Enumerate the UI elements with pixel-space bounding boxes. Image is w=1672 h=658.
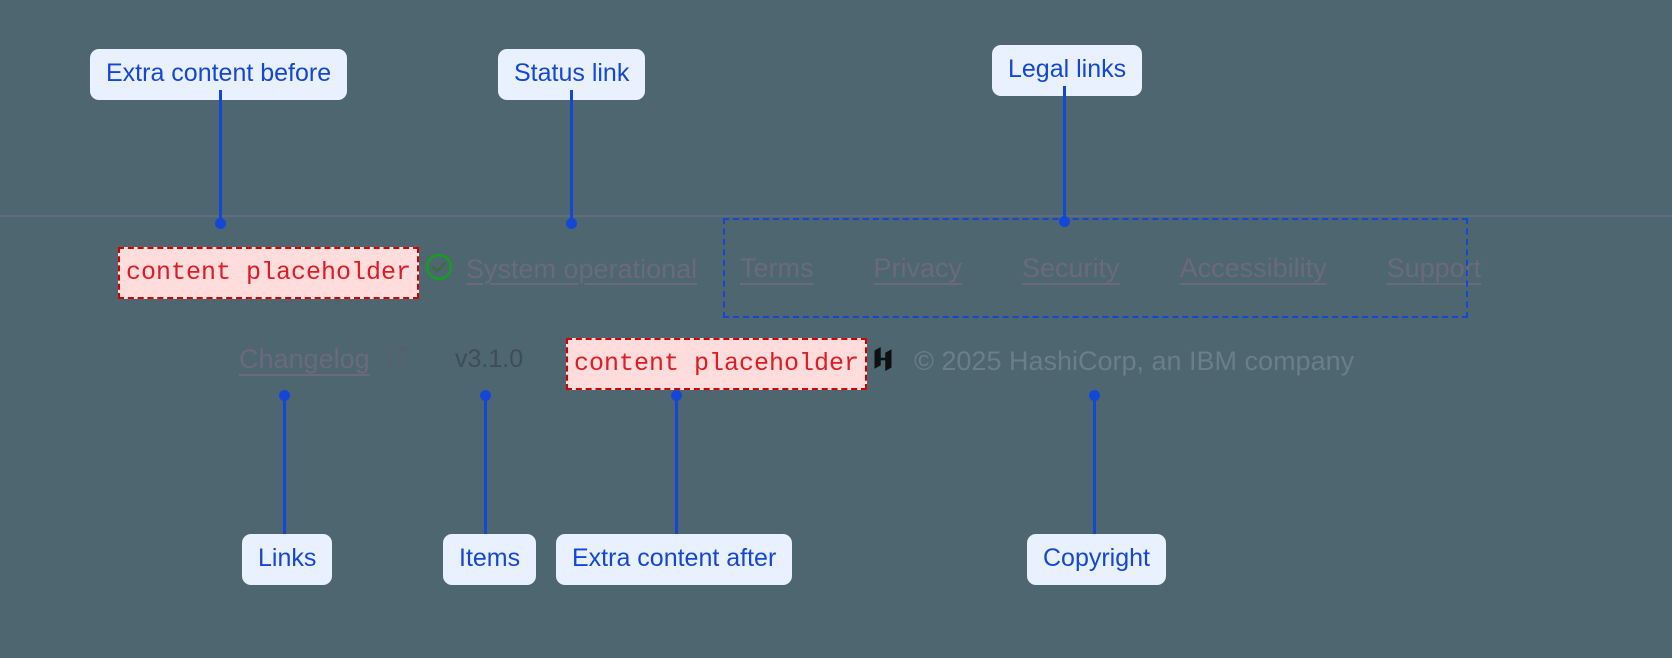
leader-line-links: [283, 396, 286, 534]
annotation-items: Items: [443, 534, 537, 585]
copyright-text: © 2025 HashiCorp, an IBM company: [914, 346, 1355, 376]
leader-line-status-link: [570, 90, 573, 224]
legal-links: Terms Privacy Security Accessibility Sup…: [740, 253, 1481, 284]
legal-link-support[interactable]: Support: [1386, 253, 1482, 283]
version-label: v3.1.0: [455, 345, 524, 373]
leader-dot-status-link: [566, 218, 577, 229]
external-link-icon: [384, 343, 411, 375]
leader-line-items: [484, 396, 487, 534]
leader-line-copyright: [1093, 396, 1096, 534]
legal-link-terms[interactable]: Terms: [740, 253, 814, 283]
leader-dot-legal-links: [1059, 216, 1070, 227]
hashicorp-logo: [868, 344, 898, 379]
check-circle-icon: [424, 252, 454, 287]
legal-link-security[interactable]: Security: [1022, 253, 1120, 283]
copyright-group: © 2025 HashiCorp, an IBM company: [868, 344, 1354, 379]
changelog-link-label: Changelog: [239, 343, 370, 374]
annotation-extra-content-after: Extra content after: [556, 534, 793, 585]
extra-content-after-placeholder: content placeholder: [566, 338, 868, 390]
leader-line-legal-links: [1063, 86, 1066, 220]
annotation-links: Links: [242, 534, 333, 585]
extra-content-before-placeholder: content placeholder: [118, 247, 420, 299]
leader-dot-links: [279, 390, 290, 401]
annotation-legal-links: Legal links: [992, 45, 1143, 96]
leader-dot-extra-content-before: [215, 218, 226, 229]
changelog-link[interactable]: Changelog: [239, 343, 411, 375]
leader-dot-extra-content-after: [671, 390, 682, 401]
footer-surface: [0, 215, 1672, 658]
leader-dot-items: [480, 390, 491, 401]
leader-line-extra-content-before: [219, 90, 222, 224]
legal-link-accessibility[interactable]: Accessibility: [1179, 253, 1327, 283]
status-link-label: System operational: [466, 254, 698, 284]
status-link[interactable]: System operational: [424, 252, 697, 287]
leader-dot-copyright: [1089, 390, 1100, 401]
leader-line-extra-content-after: [675, 396, 678, 534]
annotation-extra-content-before: Extra content before: [90, 49, 348, 100]
annotation-copyright: Copyright: [1027, 534, 1166, 585]
legal-links-highlight-box: [723, 218, 1468, 318]
legal-link-privacy[interactable]: Privacy: [873, 253, 963, 283]
